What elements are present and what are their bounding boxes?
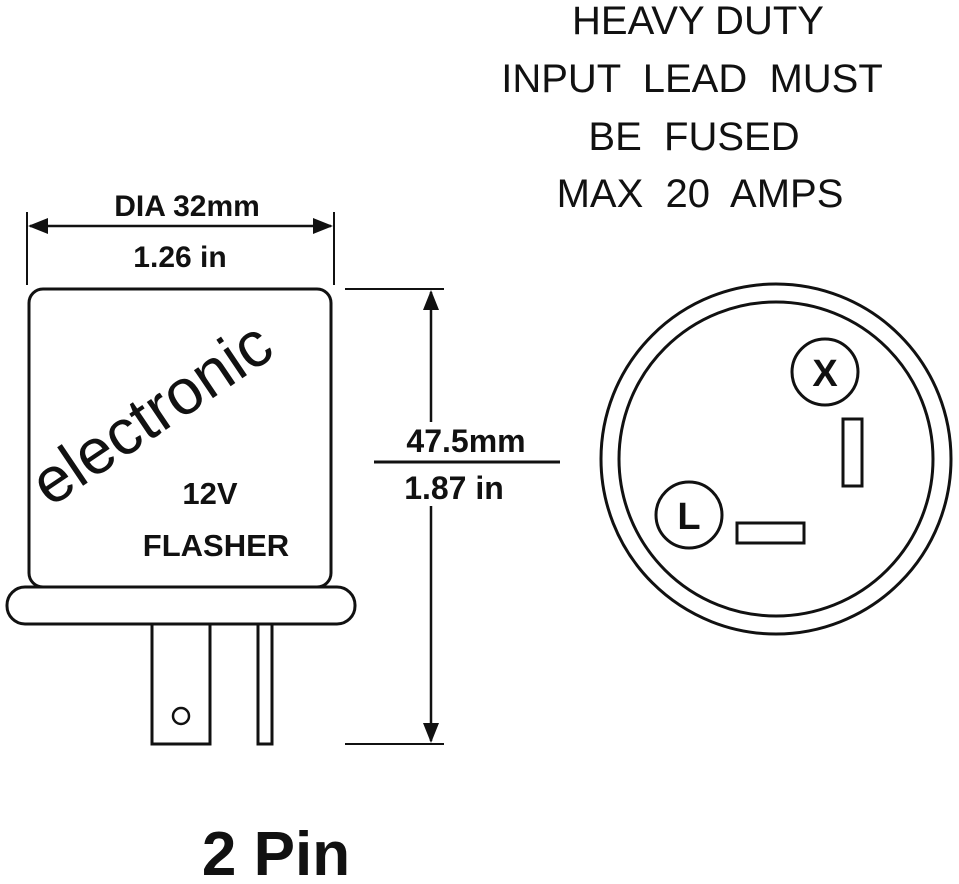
- type-label: FLASHER: [143, 528, 289, 563]
- diameter-imperial-label: 1.26 in: [133, 241, 226, 274]
- brand-text: electronic: [18, 307, 285, 520]
- warning-line-3: BE FUSED: [588, 115, 799, 159]
- flasher-pin-wide: [150, 622, 212, 746]
- pin-count-caption: 2 Pin: [202, 820, 350, 884]
- terminal-x-label: X: [812, 353, 838, 395]
- connector-inner-ring: [617, 300, 935, 618]
- height-dimension: 47.5mm 1.87 in: [345, 288, 562, 745]
- flasher-pin-narrow: [256, 622, 274, 746]
- terminal-l-slot: [735, 521, 806, 545]
- flasher-side-view: electronic 12V FLASHER: [5, 287, 357, 746]
- warning-line-1: HEAVY DUTY: [572, 0, 824, 43]
- height-imperial-label: 1.87 in: [404, 470, 504, 506]
- diameter-metric-label: DIA 32mm: [114, 190, 260, 223]
- terminal-l-label: L: [677, 496, 700, 538]
- voltage-label: 12V: [182, 476, 237, 511]
- warning-line-2: INPUT LEAD MUST: [501, 57, 883, 101]
- diameter-dimension: DIA 32mm 1.26 in: [26, 190, 335, 285]
- terminal-x-circle: [790, 337, 860, 407]
- pin-hole: [171, 706, 191, 726]
- height-metric-label: 47.5mm: [406, 423, 525, 459]
- warning-line-4: MAX 20 AMPS: [557, 172, 844, 216]
- height-label-backdrop: [374, 422, 562, 506]
- warning-text-block: HEAVY DUTY INPUT LEAD MUST BE FUSED MAX …: [501, 0, 883, 216]
- connector-outer-ring: [599, 282, 953, 636]
- connector-end-view: X L: [599, 282, 953, 636]
- terminal-x-slot: [841, 417, 864, 488]
- flasher-base-flange: [5, 585, 357, 626]
- terminal-l-circle: [654, 480, 724, 550]
